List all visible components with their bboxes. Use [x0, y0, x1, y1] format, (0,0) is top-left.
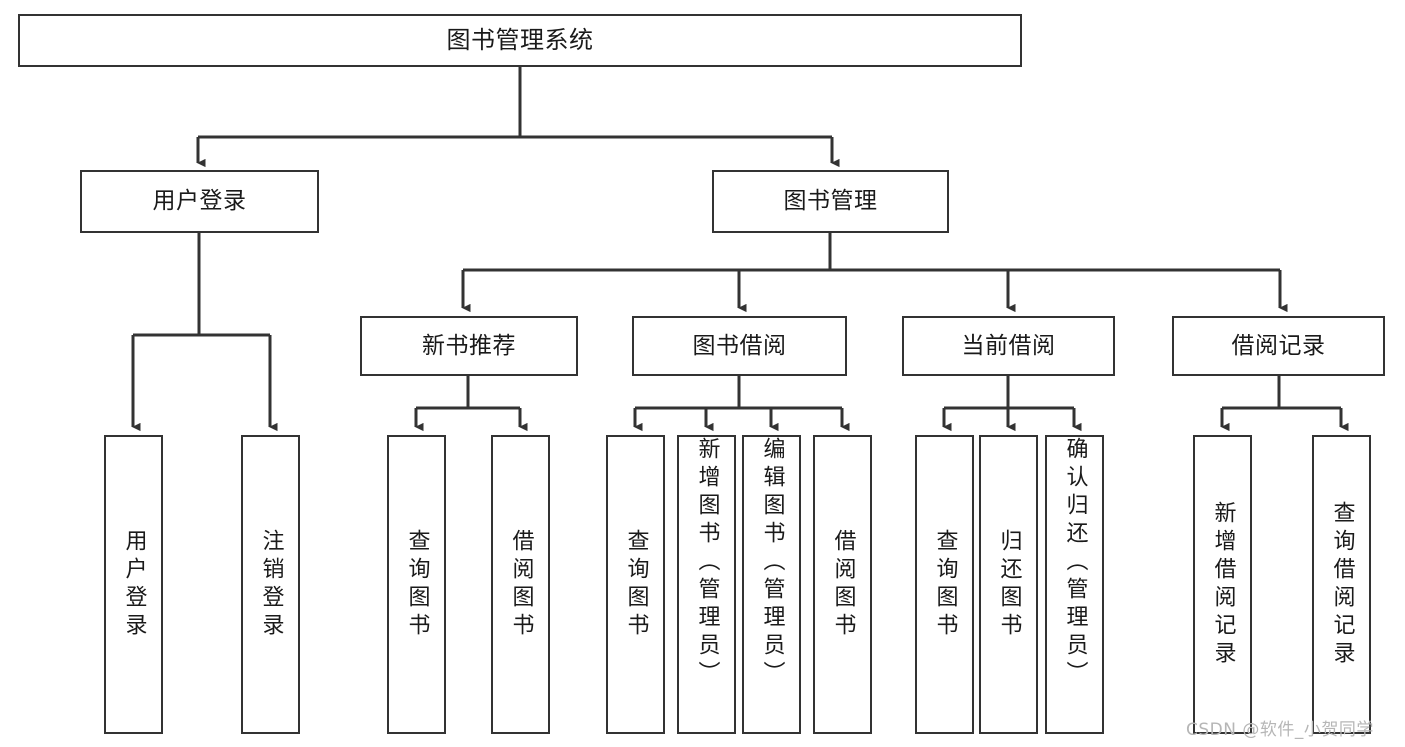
leaf-add-book-admin[interactable]: 新增图书（管理员）	[677, 435, 736, 734]
node-book-management[interactable]: 图书管理	[712, 170, 949, 233]
node-label: 用户登录	[121, 528, 147, 641]
leaf-query-book-borrow[interactable]: 查询图书	[606, 435, 665, 734]
node-label: 查询图书	[623, 528, 649, 641]
node-label: 当前借阅	[961, 332, 1056, 359]
node-label: 借阅图书	[830, 528, 856, 641]
node-label: 确认归还（管理员）	[1062, 437, 1088, 689]
node-root-book-management-system[interactable]: 图书管理系统	[18, 14, 1022, 67]
leaf-confirm-return-admin[interactable]: 确认归还（管理员）	[1045, 435, 1104, 734]
node-label: 用户登录	[152, 188, 247, 215]
node-label: 查询借阅记录	[1329, 500, 1355, 669]
leaf-query-borrow-record[interactable]: 查询借阅记录	[1312, 435, 1371, 734]
node-label: 借阅记录	[1231, 332, 1326, 359]
node-label: 新书推荐	[422, 332, 516, 359]
node-new-book-recommend[interactable]: 新书推荐	[360, 316, 578, 376]
node-label: 查询图书	[932, 528, 958, 641]
node-label: 编辑图书（管理员）	[759, 437, 785, 689]
node-label: 注销登录	[258, 528, 284, 641]
node-borrow-record[interactable]: 借阅记录	[1172, 316, 1385, 376]
node-label: 图书借阅	[692, 332, 787, 359]
node-label: 归还图书	[996, 528, 1022, 641]
node-label: 借阅图书	[508, 528, 534, 641]
leaf-borrow-book[interactable]: 借阅图书	[813, 435, 872, 734]
watermark: CSDN @软件_小贺同学	[1186, 720, 1374, 740]
leaf-edit-book-admin[interactable]: 编辑图书（管理员）	[742, 435, 801, 734]
node-book-borrow[interactable]: 图书借阅	[632, 316, 847, 376]
leaf-user-login[interactable]: 用户登录	[104, 435, 163, 734]
leaf-query-book-recommend[interactable]: 查询图书	[387, 435, 446, 734]
node-label: 新增图书（管理员）	[694, 437, 720, 689]
node-label: 图书管理系统	[446, 25, 594, 54]
node-user-login[interactable]: 用户登录	[80, 170, 319, 233]
leaf-logout-login[interactable]: 注销登录	[241, 435, 300, 734]
node-label: 图书管理	[783, 188, 878, 215]
leaf-return-book[interactable]: 归还图书	[979, 435, 1038, 734]
node-label: 新增借阅记录	[1210, 500, 1236, 669]
leaf-add-borrow-record[interactable]: 新增借阅记录	[1193, 435, 1252, 734]
node-label: 查询图书	[404, 528, 430, 641]
node-current-borrow[interactable]: 当前借阅	[902, 316, 1115, 376]
leaf-query-book-current[interactable]: 查询图书	[915, 435, 974, 734]
leaf-borrow-book-recommend[interactable]: 借阅图书	[491, 435, 550, 734]
